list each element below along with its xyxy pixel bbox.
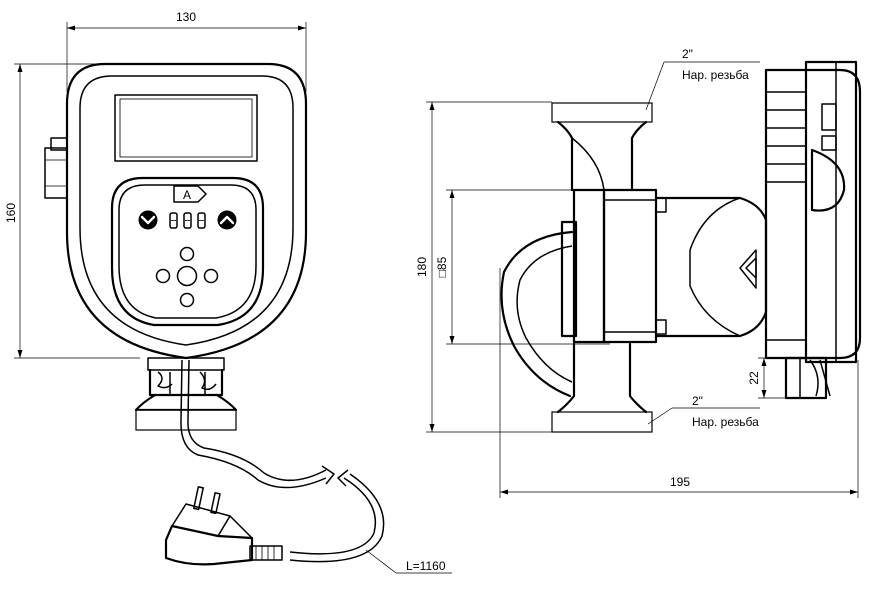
dim-bracket-label: 22 — [747, 371, 761, 385]
callout-bottom-thread: 2" Нар. резьба — [647, 394, 760, 429]
dim-side-height-label: 180 — [415, 257, 429, 277]
mode-button[interactable]: A — [173, 185, 207, 203]
volute-casing — [500, 230, 574, 398]
increase-button[interactable] — [217, 210, 237, 230]
dim-flange-square: □85 — [435, 189, 610, 345]
lcd-display — [114, 94, 258, 162]
callout-top-thread-size: 2" — [682, 47, 693, 61]
dim-bracket: 22 — [747, 357, 790, 399]
callout-top-thread: 2" Нар. резьба — [645, 47, 760, 111]
controller-box-side — [764, 60, 862, 364]
dim-flange-square-label: □85 — [435, 256, 449, 277]
dim-cable-length: L=1160 — [365, 549, 452, 574]
dim-front-width-label: 130 — [176, 10, 196, 24]
power-plug — [164, 486, 254, 566]
side-view: 180 □85 195 22 — [415, 47, 862, 498]
mode-indicator-leds — [169, 212, 206, 229]
status-leds — [155, 246, 219, 308]
front-flange — [134, 393, 238, 431]
dim-front-height: 160 — [4, 63, 160, 359]
top-thread-connection — [551, 102, 653, 192]
dim-front-height-label: 160 — [4, 203, 18, 223]
dim-side-depth: 195 — [499, 268, 859, 498]
pump-neck — [147, 357, 225, 397]
control-panel-inner — [118, 184, 257, 319]
callout-top-thread-type: Нар. резьба — [682, 68, 749, 82]
dim-side-height: 180 — [415, 101, 552, 433]
pump-flange — [560, 188, 667, 344]
power-cable — [180, 359, 385, 563]
decrease-button[interactable] — [138, 210, 158, 230]
callout-bottom-thread-size: 2" — [692, 394, 703, 408]
chevron-down-icon — [140, 215, 156, 225]
front-view: 130 160 — [4, 10, 452, 574]
dim-front-width: 130 — [66, 10, 307, 92]
bottom-thread-connection — [551, 342, 653, 433]
motor-body — [654, 196, 768, 338]
dim-side-depth-label: 195 — [670, 475, 690, 489]
control-panel — [110, 176, 265, 327]
housing-side-clip — [44, 137, 68, 199]
mode-button-label: A — [183, 188, 191, 202]
dim-cable-length-label: L=1160 — [406, 559, 446, 573]
callout-bottom-thread-type: Нар. резьба — [692, 415, 759, 429]
controller-housing-inner — [79, 75, 294, 346]
mounting-bracket — [784, 356, 831, 400]
controller-housing — [65, 62, 308, 360]
chevron-up-icon — [219, 215, 235, 225]
